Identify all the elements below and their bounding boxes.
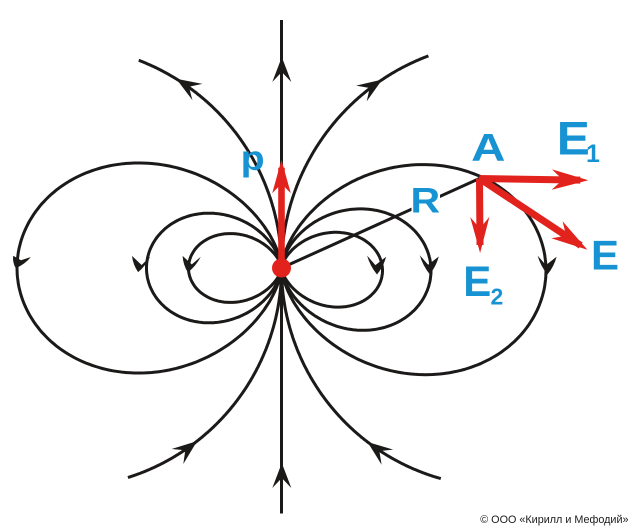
svg-text:E: E: [463, 258, 491, 306]
svg-text:p: p: [241, 139, 265, 178]
svg-text:E: E: [557, 112, 590, 165]
svg-text:A: A: [471, 127, 505, 170]
svg-text:1: 1: [586, 140, 600, 168]
svg-text:2: 2: [491, 284, 504, 310]
svg-text:E: E: [591, 232, 619, 279]
svg-text:R: R: [411, 182, 441, 221]
svg-text:© ООО «Кирилл и Мефодий»: © ООО «Кирилл и Мефодий»: [480, 514, 628, 526]
